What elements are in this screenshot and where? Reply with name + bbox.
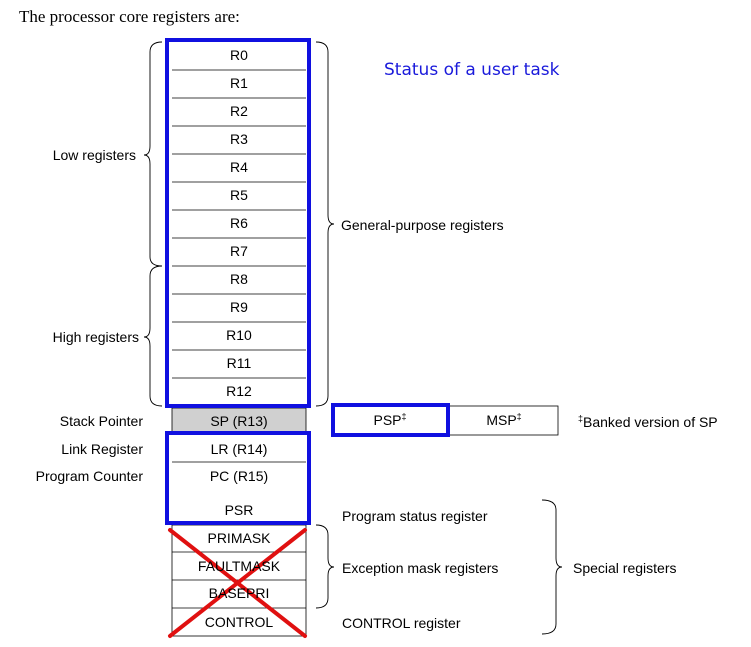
register-r6: R6 [230, 215, 248, 231]
register-sp: SP (R13) [210, 413, 268, 429]
register-r3: R3 [230, 131, 248, 147]
register-r0: R0 [230, 47, 248, 63]
banked-note: ‡Banked version of SP [578, 413, 718, 430]
label-exception-mask: Exception mask registers [342, 560, 499, 576]
register-r2: R2 [230, 103, 248, 119]
register-r9: R9 [230, 299, 248, 315]
register-r1: R1 [230, 75, 248, 91]
label-program-status: Program status register [342, 508, 488, 524]
register-lr: LR (R14) [210, 441, 268, 457]
register-basepri: BASEPRI [208, 585, 270, 601]
register-pc: PC (R15) [209, 468, 269, 484]
register-faultmask: FAULTMASK [197, 558, 281, 574]
register-r4: R4 [230, 159, 248, 175]
register-r10: R10 [226, 327, 252, 343]
register-r8: R8 [230, 271, 248, 287]
register-psr: PSR [224, 502, 254, 518]
register-control: CONTROL [204, 614, 274, 630]
label-program-counter: Program Counter [35, 468, 143, 484]
label-link-register: Link Register [61, 441, 143, 457]
page-heading: The processor core registers are: [19, 7, 240, 26]
label-special-registers: Special registers [573, 560, 677, 576]
label-low-registers: Low registers [52, 147, 136, 163]
label-stack-pointer: Stack Pointer [59, 413, 143, 429]
label-high-registers: High registers [52, 329, 139, 345]
red-cross [168, 528, 307, 638]
register-primask: PRIMASK [207, 530, 271, 546]
braces [143, 41, 563, 635]
register-r12: R12 [226, 383, 252, 399]
highlight-boxes [165, 38, 450, 525]
register-r5: R5 [230, 187, 248, 203]
register-r11: R11 [226, 355, 252, 371]
status-annotation: Status of a user task [384, 60, 560, 80]
register-msp: MSP‡ [486, 411, 522, 428]
label-control-register: CONTROL register [342, 615, 461, 631]
sp-cell-fill [172, 408, 306, 434]
register-r7: R7 [230, 243, 248, 259]
label-general-purpose: General-purpose registers [341, 217, 504, 233]
register-psp: PSP‡ [373, 411, 407, 428]
